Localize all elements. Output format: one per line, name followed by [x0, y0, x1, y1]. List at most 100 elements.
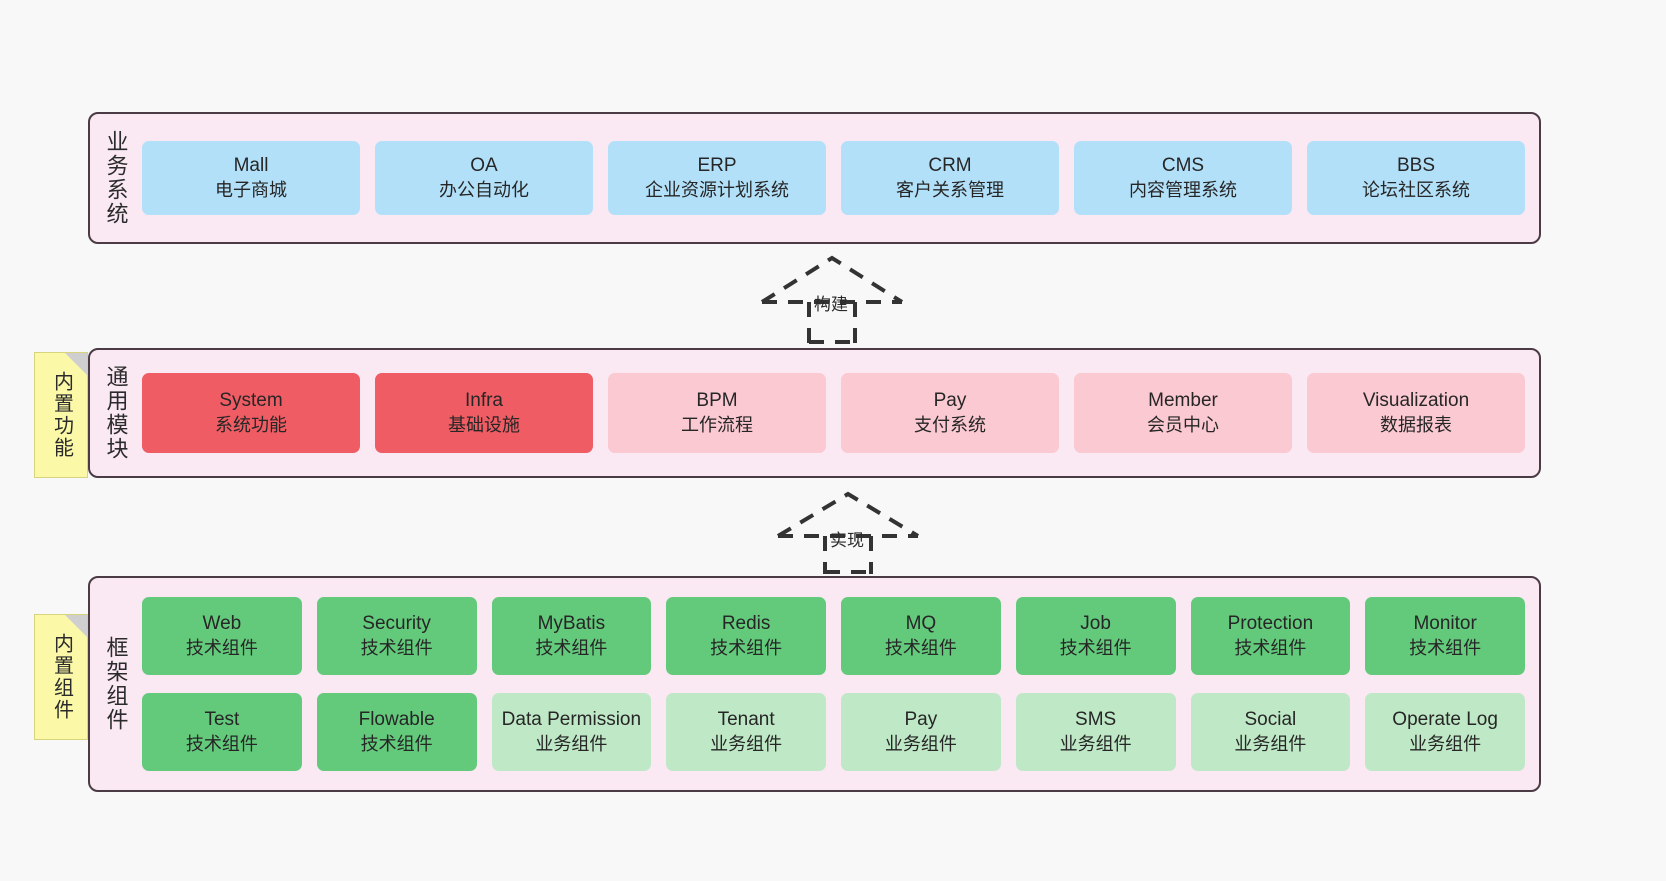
card-title-en: CRM — [928, 155, 972, 177]
card-title-cn: 技术组件 — [535, 637, 608, 658]
card-security[interactable]: Security 技术组件 — [316, 597, 477, 675]
card-title-cn: 技术组件 — [360, 637, 433, 658]
card-title-cn: 技术组件 — [1409, 637, 1482, 658]
folded-corner-icon — [65, 353, 87, 375]
card-pay-component[interactable]: Pay 业务组件 — [841, 693, 1001, 771]
card-title-en: Social — [1244, 709, 1297, 731]
note-builtin-functions[interactable]: 内置功能 — [34, 352, 88, 478]
card-title-en: Redis — [721, 613, 771, 635]
card-title-en: BBS — [1396, 155, 1436, 177]
card-row: Mall 电子商城 OA 办公自动化 ERP 企业资源计划系统 CRM 客户关系… — [142, 141, 1525, 215]
card-mybatis[interactable]: MyBatis 技术组件 — [491, 597, 652, 675]
card-title-cn: 业务组件 — [884, 733, 957, 754]
card-title-cn: 论坛社区系统 — [1362, 179, 1470, 200]
card-title-cn: 数据报表 — [1380, 414, 1452, 435]
card-crm[interactable]: CRM 客户关系管理 — [841, 141, 1059, 215]
card-flowable[interactable]: Flowable 技术组件 — [316, 693, 477, 771]
card-title-cn: 内容管理系统 — [1129, 179, 1237, 200]
connector-label-implement: 实现 — [830, 531, 864, 550]
card-title-cn: 工作流程 — [681, 414, 753, 435]
card-redis[interactable]: Redis 技术组件 — [666, 597, 826, 675]
card-bpm[interactable]: BPM 工作流程 — [608, 373, 826, 453]
card-monitor[interactable]: Monitor 技术组件 — [1365, 597, 1525, 675]
card-title-en: Test — [204, 709, 240, 731]
card-visualization[interactable]: Visualization 数据报表 — [1307, 373, 1525, 453]
card-oa[interactable]: OA 办公自动化 — [375, 141, 593, 215]
card-title-en: BPM — [696, 390, 738, 412]
card-title-cn: 技术组件 — [1234, 637, 1307, 658]
folded-corner-icon — [65, 615, 87, 637]
card-member[interactable]: Member 会员中心 — [1074, 373, 1292, 453]
connector-label-build: 构建 — [814, 295, 848, 314]
card-title-en: Tenant — [717, 709, 775, 731]
card-title-cn: 业务组件 — [1059, 733, 1132, 754]
card-cms[interactable]: CMS 内容管理系统 — [1074, 141, 1292, 215]
card-title-en: Security — [362, 613, 431, 635]
card-pay-module[interactable]: Pay 支付系统 — [841, 373, 1059, 453]
layer-body-framework: Web 技术组件 Security 技术组件 MyBatis 技术组件 Redi… — [142, 578, 1539, 790]
card-mq[interactable]: MQ 技术组件 — [841, 597, 1001, 675]
note-label: 内置组件 — [50, 633, 73, 721]
card-title-en: MQ — [905, 613, 937, 635]
card-title-cn: 办公自动化 — [439, 179, 529, 200]
card-test[interactable]: Test 技术组件 — [142, 693, 302, 771]
layer-framework-components: 框架组件 Web 技术组件 Security 技术组件 MyBatis 技术组件… — [88, 576, 1541, 792]
card-protection[interactable]: Protection 技术组件 — [1190, 597, 1351, 675]
card-system[interactable]: System 系统功能 — [142, 373, 360, 453]
layer-title-framework: 框架组件 — [103, 636, 129, 732]
card-title-en: Pay — [904, 709, 938, 731]
card-infra[interactable]: Infra 基础设施 — [375, 373, 593, 453]
card-title-en: CMS — [1161, 155, 1205, 177]
card-erp[interactable]: ERP 企业资源计划系统 — [608, 141, 826, 215]
card-title-en: Infra — [464, 390, 504, 412]
card-title-en: Flowable — [358, 709, 435, 731]
card-title-cn: 企业资源计划系统 — [645, 179, 789, 200]
card-title-cn: 支付系统 — [914, 414, 986, 435]
card-bbs[interactable]: BBS 论坛社区系统 — [1307, 141, 1525, 215]
note-builtin-components[interactable]: 内置组件 — [34, 614, 88, 740]
layer-common-modules: 通用模块 System 系统功能 Infra 基础设施 BPM 工作流程 Pay… — [88, 348, 1541, 478]
card-job[interactable]: Job 技术组件 — [1015, 597, 1176, 675]
card-title-cn: 技术组件 — [360, 733, 433, 754]
layer-title-business: 业务系统 — [103, 130, 129, 226]
card-row: Test 技术组件 Flowable 技术组件 Data Permission … — [142, 693, 1525, 771]
card-title-en: Web — [202, 613, 242, 635]
card-title-cn: 业务组件 — [1409, 733, 1482, 754]
card-row: Web 技术组件 Security 技术组件 MyBatis 技术组件 Redi… — [142, 597, 1525, 675]
card-title-en: Protection — [1227, 613, 1314, 635]
card-title-cn: 技术组件 — [185, 733, 258, 754]
card-title-cn: 系统功能 — [215, 414, 287, 435]
card-title-en: MyBatis — [537, 613, 606, 635]
card-title-en: Operate Log — [1392, 709, 1498, 731]
card-title-en: Pay — [933, 390, 967, 412]
card-title-cn: 电子商城 — [215, 179, 287, 200]
card-title-cn: 业务组件 — [1234, 733, 1307, 754]
card-title-en: Mall — [233, 155, 269, 177]
card-row: System 系统功能 Infra 基础设施 BPM 工作流程 Pay 支付系统… — [142, 373, 1525, 453]
card-web[interactable]: Web 技术组件 — [142, 597, 302, 675]
card-sms[interactable]: SMS 业务组件 — [1015, 693, 1176, 771]
card-title-cn: 技术组件 — [185, 637, 258, 658]
card-data-permission[interactable]: Data Permission 业务组件 — [491, 693, 652, 771]
card-title-en: ERP — [697, 155, 737, 177]
card-title-cn: 业务组件 — [710, 733, 783, 754]
card-title-en: Visualization — [1362, 390, 1470, 412]
card-title-cn: 基础设施 — [448, 414, 520, 435]
card-title-en: SMS — [1075, 709, 1117, 731]
layer-body-modules: System 系统功能 Infra 基础设施 BPM 工作流程 Pay 支付系统… — [142, 350, 1539, 476]
card-title-en: Job — [1080, 613, 1111, 635]
card-title-cn: 会员中心 — [1147, 414, 1219, 435]
card-title-cn: 技术组件 — [884, 637, 957, 658]
card-title-en: System — [219, 390, 283, 412]
card-operate-log[interactable]: Operate Log 业务组件 — [1365, 693, 1525, 771]
card-mall[interactable]: Mall 电子商城 — [142, 141, 360, 215]
card-title-cn: 技术组件 — [1059, 637, 1132, 658]
card-title-cn: 业务组件 — [535, 733, 608, 754]
card-title-cn: 技术组件 — [710, 637, 783, 658]
card-social[interactable]: Social 业务组件 — [1190, 693, 1351, 771]
card-title-en: Data Permission — [501, 709, 642, 731]
layer-body-business: Mall 电子商城 OA 办公自动化 ERP 企业资源计划系统 CRM 客户关系… — [142, 114, 1539, 242]
card-tenant[interactable]: Tenant 业务组件 — [666, 693, 826, 771]
card-title-en: Monitor — [1413, 613, 1477, 635]
